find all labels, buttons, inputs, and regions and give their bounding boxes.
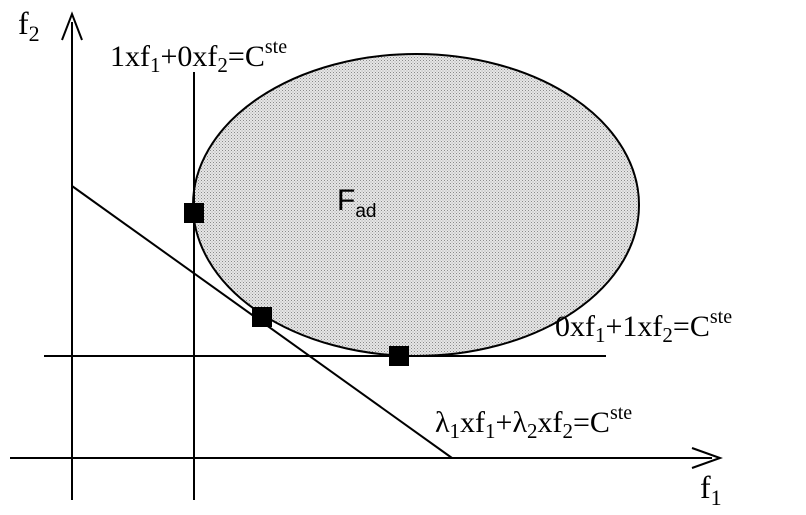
y-axis-label: f2 bbox=[18, 5, 40, 46]
marker-square-tangent bbox=[252, 307, 272, 327]
y-axis-arrow bbox=[61, 11, 83, 41]
diagonal-line-equation: λ1xf1+λ2xf2=Cste bbox=[435, 402, 632, 443]
x-axis-label: f1 bbox=[700, 469, 722, 510]
marker-square-vertical bbox=[184, 203, 204, 223]
marker-square-horizontal bbox=[389, 346, 409, 366]
x-axis-arrow bbox=[691, 447, 723, 469]
region-label: Fad bbox=[337, 184, 376, 222]
vertical-line-equation: 1xf1+0xf2=Cste bbox=[110, 36, 287, 77]
horizontal-line-equation: 0xf1+1xf2=Cste bbox=[555, 306, 732, 347]
